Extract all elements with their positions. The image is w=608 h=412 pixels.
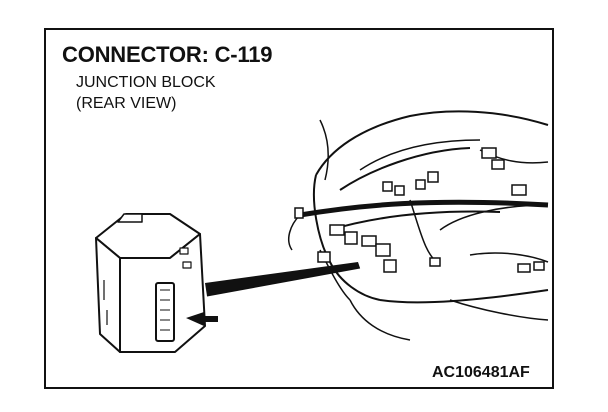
dashboard-outline	[313, 110, 549, 341]
junction-block	[95, 213, 206, 353]
view-label: (REAR VIEW)	[76, 95, 177, 112]
arrow-right-icon	[186, 312, 218, 326]
wiring-harness	[288, 119, 549, 301]
callout-beam	[205, 262, 360, 296]
callout-beam-edge	[206, 267, 361, 297]
harness-connectors	[294, 147, 545, 273]
component-name: JUNCTION BLOCK	[76, 74, 216, 91]
figure-code: AC106481AF	[432, 364, 530, 381]
connector-title: CONNECTOR: C-119	[62, 42, 273, 67]
